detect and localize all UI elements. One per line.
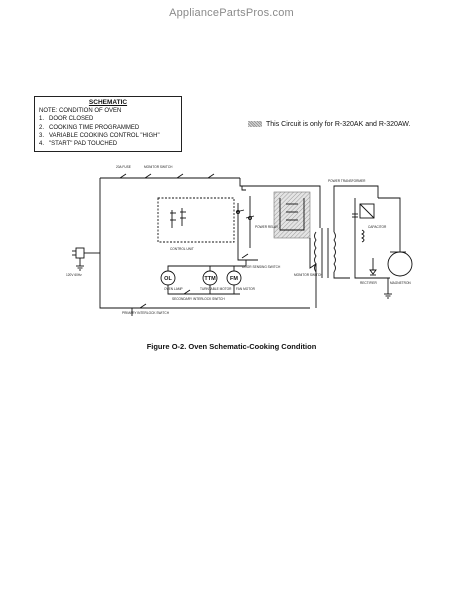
label-primary-interlock: PRIMARY INTERLOCK SWITCH — [122, 311, 170, 315]
hatch-swatch-icon — [248, 121, 262, 128]
label-capacitor: CAPACITOR — [368, 225, 387, 229]
note-item: 1.DOOR CLOSED — [39, 116, 94, 123]
turntable-motor-symbol: TTM — [204, 276, 216, 282]
site-watermark: AppliancePartsPros.com — [169, 7, 294, 19]
label-control-unit: CONTROL UNIT — [170, 247, 194, 251]
label-door-sensing: DOOR SENSING SWITCH — [242, 265, 281, 269]
oven-schematic-diagram: OL TTM FM 20A FUSE MONITOR SWITCH OVEN L… — [66, 165, 413, 316]
schematic-note-box: SCHEMATIC NOTE: CONDITION OF OVEN 1.DOOR… — [34, 96, 182, 152]
fan-motor-symbol: FM — [230, 276, 238, 282]
label-monitor-switch-top: MONITOR SWITCH — [144, 165, 173, 169]
label-rectifier: RECTIFIER — [360, 281, 378, 285]
label-fuse: 20A FUSE — [116, 165, 131, 169]
note-item: 2.COOKING TIME PROGRAMMED — [39, 124, 140, 131]
label-magnetron: MAGNETRON — [390, 281, 411, 285]
circuit-note: This Circuit is only for R-320AK and R-3… — [248, 121, 410, 128]
label-oven-lamp: OVEN LAMP — [164, 287, 183, 291]
label-outlet: 120V 60Hz — [66, 273, 82, 277]
label-fan-motor: FAN MOTOR — [236, 287, 256, 291]
note-title: SCHEMATIC — [88, 99, 128, 106]
note-item: 3.VARIABLE COOKING CONTROL "HIGH" — [39, 132, 160, 139]
label-power-relay: POWER RELAY — [255, 225, 279, 229]
figure-caption: Figure O-2. Oven Schematic-Cooking Condi… — [146, 342, 317, 351]
oven-lamp-symbol: OL — [164, 276, 172, 282]
label-secondary-switch: SECONDARY INTERLOCK SWITCH — [172, 297, 225, 301]
label-turntable-motor: TURNTABLE MOTOR — [200, 287, 232, 291]
note-item: 4."START" PAD TOUCHED — [39, 141, 118, 148]
note-subtitle: NOTE: CONDITION OF OVEN — [39, 108, 122, 115]
label-monitor-switch: MONITOR SWITCH — [294, 273, 323, 277]
label-power-transformer: POWER TRANSFORMER — [328, 179, 366, 183]
